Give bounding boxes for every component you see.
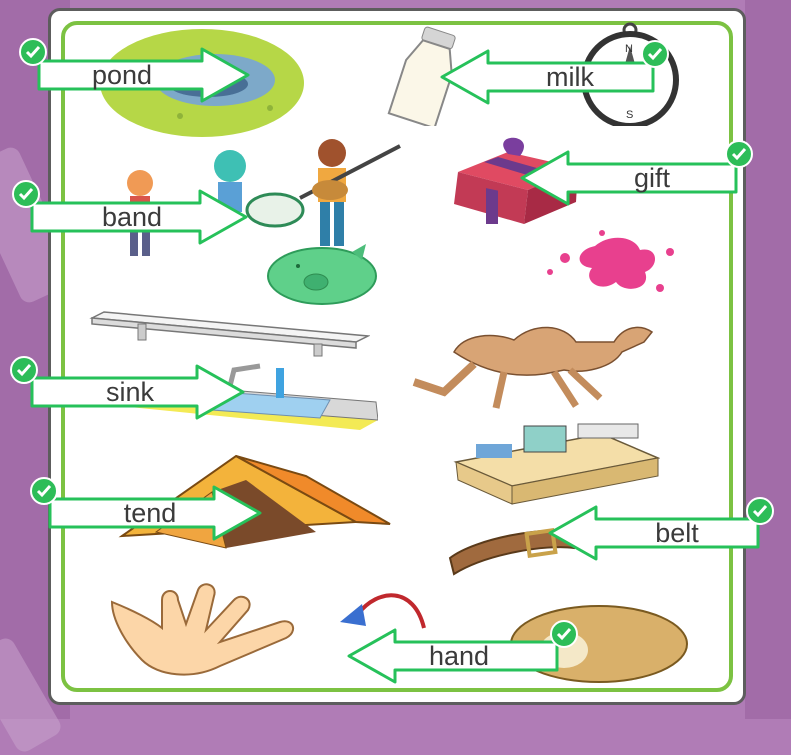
word-arrow-tend[interactable]: tend: [48, 485, 262, 541]
word-label-milk: milk: [546, 62, 594, 92]
correct-check-icon: [12, 180, 40, 208]
shelf-picture: [89, 311, 370, 357]
desk-picture: [453, 423, 660, 505]
word-label-band: band: [101, 202, 163, 232]
word-arrow-gift[interactable]: gift: [520, 150, 738, 206]
correct-check-icon: [725, 140, 753, 168]
correct-check-icon: [550, 620, 578, 648]
piggy-bank-picture: [267, 244, 377, 305]
word-arrow-belt[interactable]: belt: [548, 505, 760, 561]
word-arrow-pond[interactable]: pond: [37, 47, 250, 103]
word-label-belt: belt: [655, 518, 699, 548]
word-label-gift: gift: [633, 163, 671, 193]
correct-check-icon: [19, 38, 47, 66]
lamp-picture: [340, 593, 426, 629]
svg-text:N: N: [625, 43, 633, 55]
worksheet-frame: [61, 21, 733, 692]
word-arrow-hand[interactable]: hand: [347, 628, 559, 684]
word-label-sink: sink: [105, 377, 154, 407]
background-stripe: [745, 0, 791, 719]
camel-picture: [412, 326, 654, 409]
correct-check-icon: [641, 40, 669, 68]
correct-check-icon: [10, 356, 38, 384]
word-arrow-sink[interactable]: sink: [30, 364, 245, 420]
word-label-pond: pond: [91, 60, 153, 90]
word-arrow-band[interactable]: band: [30, 189, 248, 245]
hand-picture: [110, 583, 295, 676]
correct-check-icon: [746, 497, 774, 525]
word-arrow-milk[interactable]: milk: [440, 49, 655, 105]
word-label-tend: tend: [123, 498, 177, 528]
correct-check-icon: [30, 477, 58, 505]
milk-bottle-picture: [387, 26, 456, 126]
word-label-hand: hand: [428, 641, 490, 671]
paint-splat-picture: [547, 230, 674, 292]
svg-text:S: S: [626, 109, 633, 121]
